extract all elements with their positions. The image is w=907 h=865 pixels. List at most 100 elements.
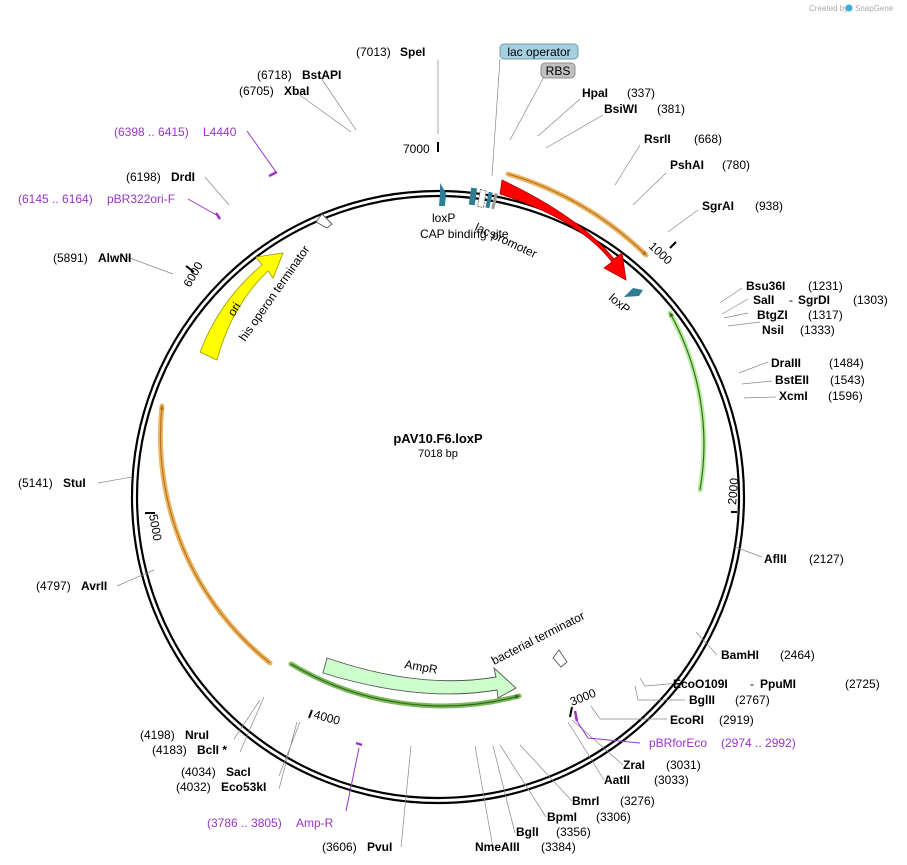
site-nrui-name[interactable]: NruI: [185, 728, 209, 742]
site-alwni-pos: (5891): [53, 251, 88, 265]
site-bpmi-name[interactable]: BpmI: [547, 810, 577, 824]
site-pshai-name[interactable]: PshAI: [670, 158, 704, 172]
tick-label-2000: 2000: [725, 477, 741, 505]
plasmid-length: 7018 bp: [418, 448, 458, 460]
site-bsteii-pos: (1543): [830, 373, 865, 387]
site-bmri-pos: (3276): [620, 794, 655, 808]
site-xcmi-name[interactable]: XcmI: [779, 389, 808, 403]
site-bglii-name[interactable]: BglII: [689, 693, 715, 707]
orf-arc-right: [667, 310, 707, 493]
primer-l4440-range: (6398 .. 6415): [114, 125, 189, 139]
site-bcli-pos: (4183): [152, 743, 187, 757]
primer-leader-lines: [187, 130, 641, 812]
site-bmri-name[interactable]: BmrI: [572, 794, 599, 808]
his-terminator-icon: [315, 213, 333, 229]
site-rsrii-name[interactable]: RsrII: [644, 132, 671, 146]
cap-binding-site-label: CAP binding site: [420, 227, 509, 241]
lac-promoter-feature: [477, 189, 487, 208]
primer-l4440-name[interactable]: L4440: [203, 125, 237, 139]
site-drdi-pos: (6198): [126, 170, 161, 184]
site-sali-name[interactable]: SalI: [753, 293, 774, 307]
site-bstapi-name[interactable]: BstAPI: [302, 68, 341, 82]
mrfp1-feature-arrow: [499, 179, 627, 281]
site-nmeaiii-pos: (3384): [541, 840, 576, 854]
site-nsii-name[interactable]: NsiI: [762, 323, 784, 337]
site-eco53ki-pos: (4032): [176, 780, 211, 794]
backbone-inner-strand: [135, 194, 741, 800]
site-aatii-pos: (3033): [654, 773, 689, 787]
site-bgli-pos: (3356): [556, 825, 591, 839]
tick-label-7000: 7000: [403, 142, 430, 156]
site-btgzi-pos: (1317): [808, 308, 843, 322]
site-sgrdi-name[interactable]: SgrDI: [798, 293, 830, 307]
site-xbai-pos: (6705): [239, 84, 274, 98]
site-btgzi-name[interactable]: BtgZI: [757, 308, 788, 322]
site-pvui-name[interactable]: PvuI: [367, 840, 392, 854]
bacterial-terminator-icon: [552, 649, 568, 668]
site-xcmi-pos: (1596): [828, 389, 863, 403]
primer-marks: [214, 170, 579, 747]
site-eco53ki-name[interactable]: Eco53kI: [221, 780, 266, 794]
site-alwni-name[interactable]: AlwNI: [98, 251, 131, 265]
ori-feature-arrow: [199, 252, 284, 361]
primer-pbr322ori-range: (6145 .. 6164): [18, 192, 93, 206]
site-hpai-pos: (337): [627, 86, 655, 100]
site-xbai-name[interactable]: XbaI: [284, 84, 309, 98]
site-bcli-name[interactable]: BclI *: [197, 743, 227, 757]
site-hpai-name[interactable]: HpaI: [582, 86, 608, 100]
rbs-feature: [491, 192, 498, 210]
lac-operator-feature: [485, 191, 493, 209]
site-zrai-pos: (3031): [666, 758, 701, 772]
site-ecori-name[interactable]: EcoRI: [670, 713, 704, 727]
site-nmeaiii-name[interactable]: NmeAIII: [475, 840, 520, 854]
site-avrii-name[interactable]: AvrII: [81, 579, 107, 593]
plasmid-name: pAV10.F6.loxP: [393, 431, 483, 446]
site-draiii-name[interactable]: DraIII: [771, 356, 801, 370]
site-saci-pos: (4034): [181, 765, 216, 779]
orf-arc-right-line: [669, 312, 705, 491]
tick-label-5000: 5000: [146, 513, 164, 542]
site-spei-name[interactable]: SpeI: [400, 45, 425, 59]
orf-arc-bottom-line: [290, 663, 520, 707]
site-bsiwi-name[interactable]: BsiWI: [604, 102, 637, 116]
site-bgli-name[interactable]: BglI: [516, 825, 539, 839]
site-ppumi-name[interactable]: PpuMI: [760, 677, 796, 691]
site-bsteii-name[interactable]: BstEII: [775, 373, 809, 387]
tick-label-4000: 4000: [312, 707, 342, 728]
cap-site-feature: [468, 187, 478, 206]
rbs-box-label: RBS: [546, 64, 571, 78]
tick-label-3000: 3000: [568, 686, 598, 709]
leader-lines: [97, 58, 777, 849]
site-bglii-pos: (2767): [735, 693, 770, 707]
site-bpmi-pos: (3306): [596, 810, 631, 824]
site-nrui-pos: (4198): [140, 728, 175, 742]
lac-operator-box-label: lac operator: [507, 45, 570, 59]
site-bstapi-pos: (6718): [257, 68, 292, 82]
site-bamhi-pos: (2464): [780, 648, 815, 662]
primer-pbr322ori-name[interactable]: pBR322ori-F: [107, 192, 175, 206]
site-bsu36i-name[interactable]: Bsu36I: [746, 279, 785, 293]
primer-ampr-name[interactable]: Amp-R: [296, 816, 334, 830]
site-drdi-name[interactable]: DrdI: [171, 170, 195, 184]
site-sgrai-name[interactable]: SgrAI: [702, 199, 734, 213]
tick-label-1000: 1000: [646, 239, 675, 268]
site-stui-name[interactable]: StuI: [63, 476, 86, 490]
lac-operator-box: [499, 43, 579, 60]
primer-ampr-range: (3786 .. 3805): [207, 816, 282, 830]
site-aflii-pos: (2127): [809, 552, 844, 566]
primer-pbrforeco-name[interactable]: pBRforEco: [649, 736, 707, 750]
site-bamhi-name[interactable]: BamHI: [721, 648, 759, 662]
site-pvui-pos: (3606): [322, 840, 357, 854]
backbone-outer-strand: [130, 189, 746, 805]
bacterial-terminator-label: bacterial terminator: [489, 609, 587, 668]
site-aflii-name[interactable]: AflII: [764, 552, 787, 566]
site-zrai-name[interactable]: ZraI: [623, 758, 645, 772]
site-saci-name[interactable]: SacI: [226, 765, 251, 779]
loxp-right-feature: [624, 288, 643, 297]
rbs-box: [540, 62, 576, 79]
site-ecoo109i-name[interactable]: EcoO109I: [673, 677, 728, 691]
orf-arc-left-line: [159, 405, 271, 664]
site-aatii-name[interactable]: AatII: [604, 773, 630, 787]
snapgene-logo-icon: [845, 4, 853, 12]
